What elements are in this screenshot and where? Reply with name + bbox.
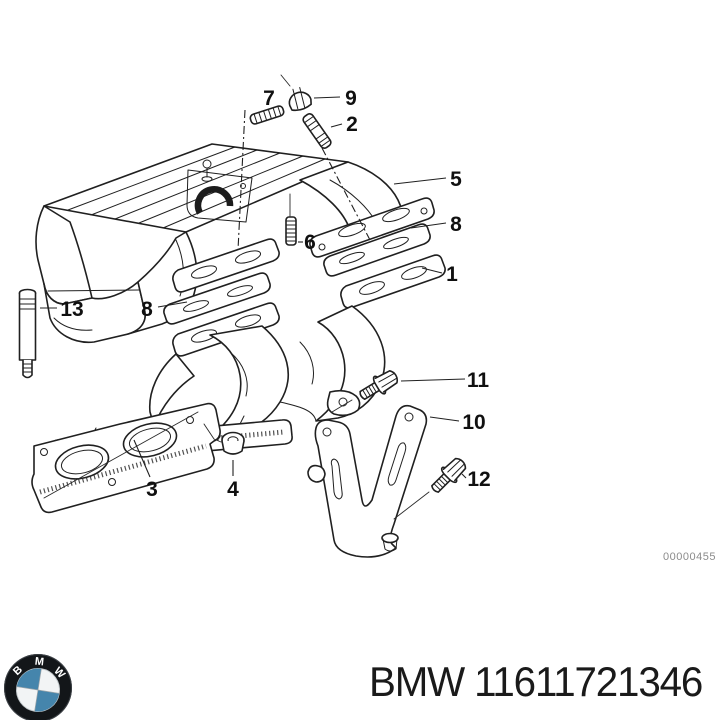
callout-leader-7 xyxy=(237,109,246,251)
callout-label-10: 10 xyxy=(462,411,485,434)
callout-label-5: 5 xyxy=(450,168,462,191)
callout-leader-5 xyxy=(393,177,447,185)
callout-leader-9 xyxy=(313,96,341,99)
logo-letter-m: M xyxy=(34,656,44,669)
callout-label-6: 6 xyxy=(304,231,316,254)
exploded-parts-drawing: 7 9 2 5 8 1 13 8 6 11 10 12 3 4 xyxy=(18,74,491,558)
hex-bolt-12 xyxy=(431,457,467,493)
callout-leader-12 xyxy=(461,473,467,479)
callout-leader-10 xyxy=(429,416,460,422)
doc-number: 00000455 xyxy=(663,551,716,563)
roundel-quadrants xyxy=(16,668,60,712)
callout-leader-1 xyxy=(421,267,443,274)
stud-7 xyxy=(249,105,285,125)
stud-2 xyxy=(302,113,332,149)
callout-label-12: 12 xyxy=(467,468,490,491)
nut-4 xyxy=(221,431,245,455)
callout-layer: 7 9 2 5 8 1 13 8 6 11 10 12 3 4 xyxy=(40,87,491,501)
axis-lines xyxy=(203,74,430,520)
flange-gasket xyxy=(31,402,221,514)
callout-label-8: 8 xyxy=(450,213,462,236)
support-bracket xyxy=(307,404,428,558)
callout-label-9: 9 xyxy=(345,87,357,110)
callout-label-2: 2 xyxy=(346,113,358,136)
stud-6 xyxy=(285,216,297,246)
upper-intake-manifold xyxy=(35,143,435,343)
callout-label-4: 4 xyxy=(227,478,239,501)
cap-nut-9 xyxy=(288,87,312,112)
callout-leader-3 xyxy=(133,439,151,478)
callout-label-7: 7 xyxy=(263,87,275,110)
callout-label-1: 1 xyxy=(446,263,458,286)
bmw-logo: B M W xyxy=(4,654,72,720)
callout-leader-2 xyxy=(330,123,343,128)
hex-bolt-11 xyxy=(359,370,399,401)
callout-label-13: 13 xyxy=(60,298,83,321)
callout-label-8: 8 xyxy=(141,298,153,321)
callout-leader-11 xyxy=(400,378,466,382)
callout-leader-8 xyxy=(410,222,447,229)
gasket-upper-left xyxy=(163,272,271,325)
callout-label-11: 11 xyxy=(467,369,490,392)
callout-leader-8 xyxy=(157,301,188,308)
long-stud-13 xyxy=(18,288,37,379)
callout-label-3: 3 xyxy=(146,478,158,501)
part-number: BMW 11611721346 xyxy=(369,658,703,705)
